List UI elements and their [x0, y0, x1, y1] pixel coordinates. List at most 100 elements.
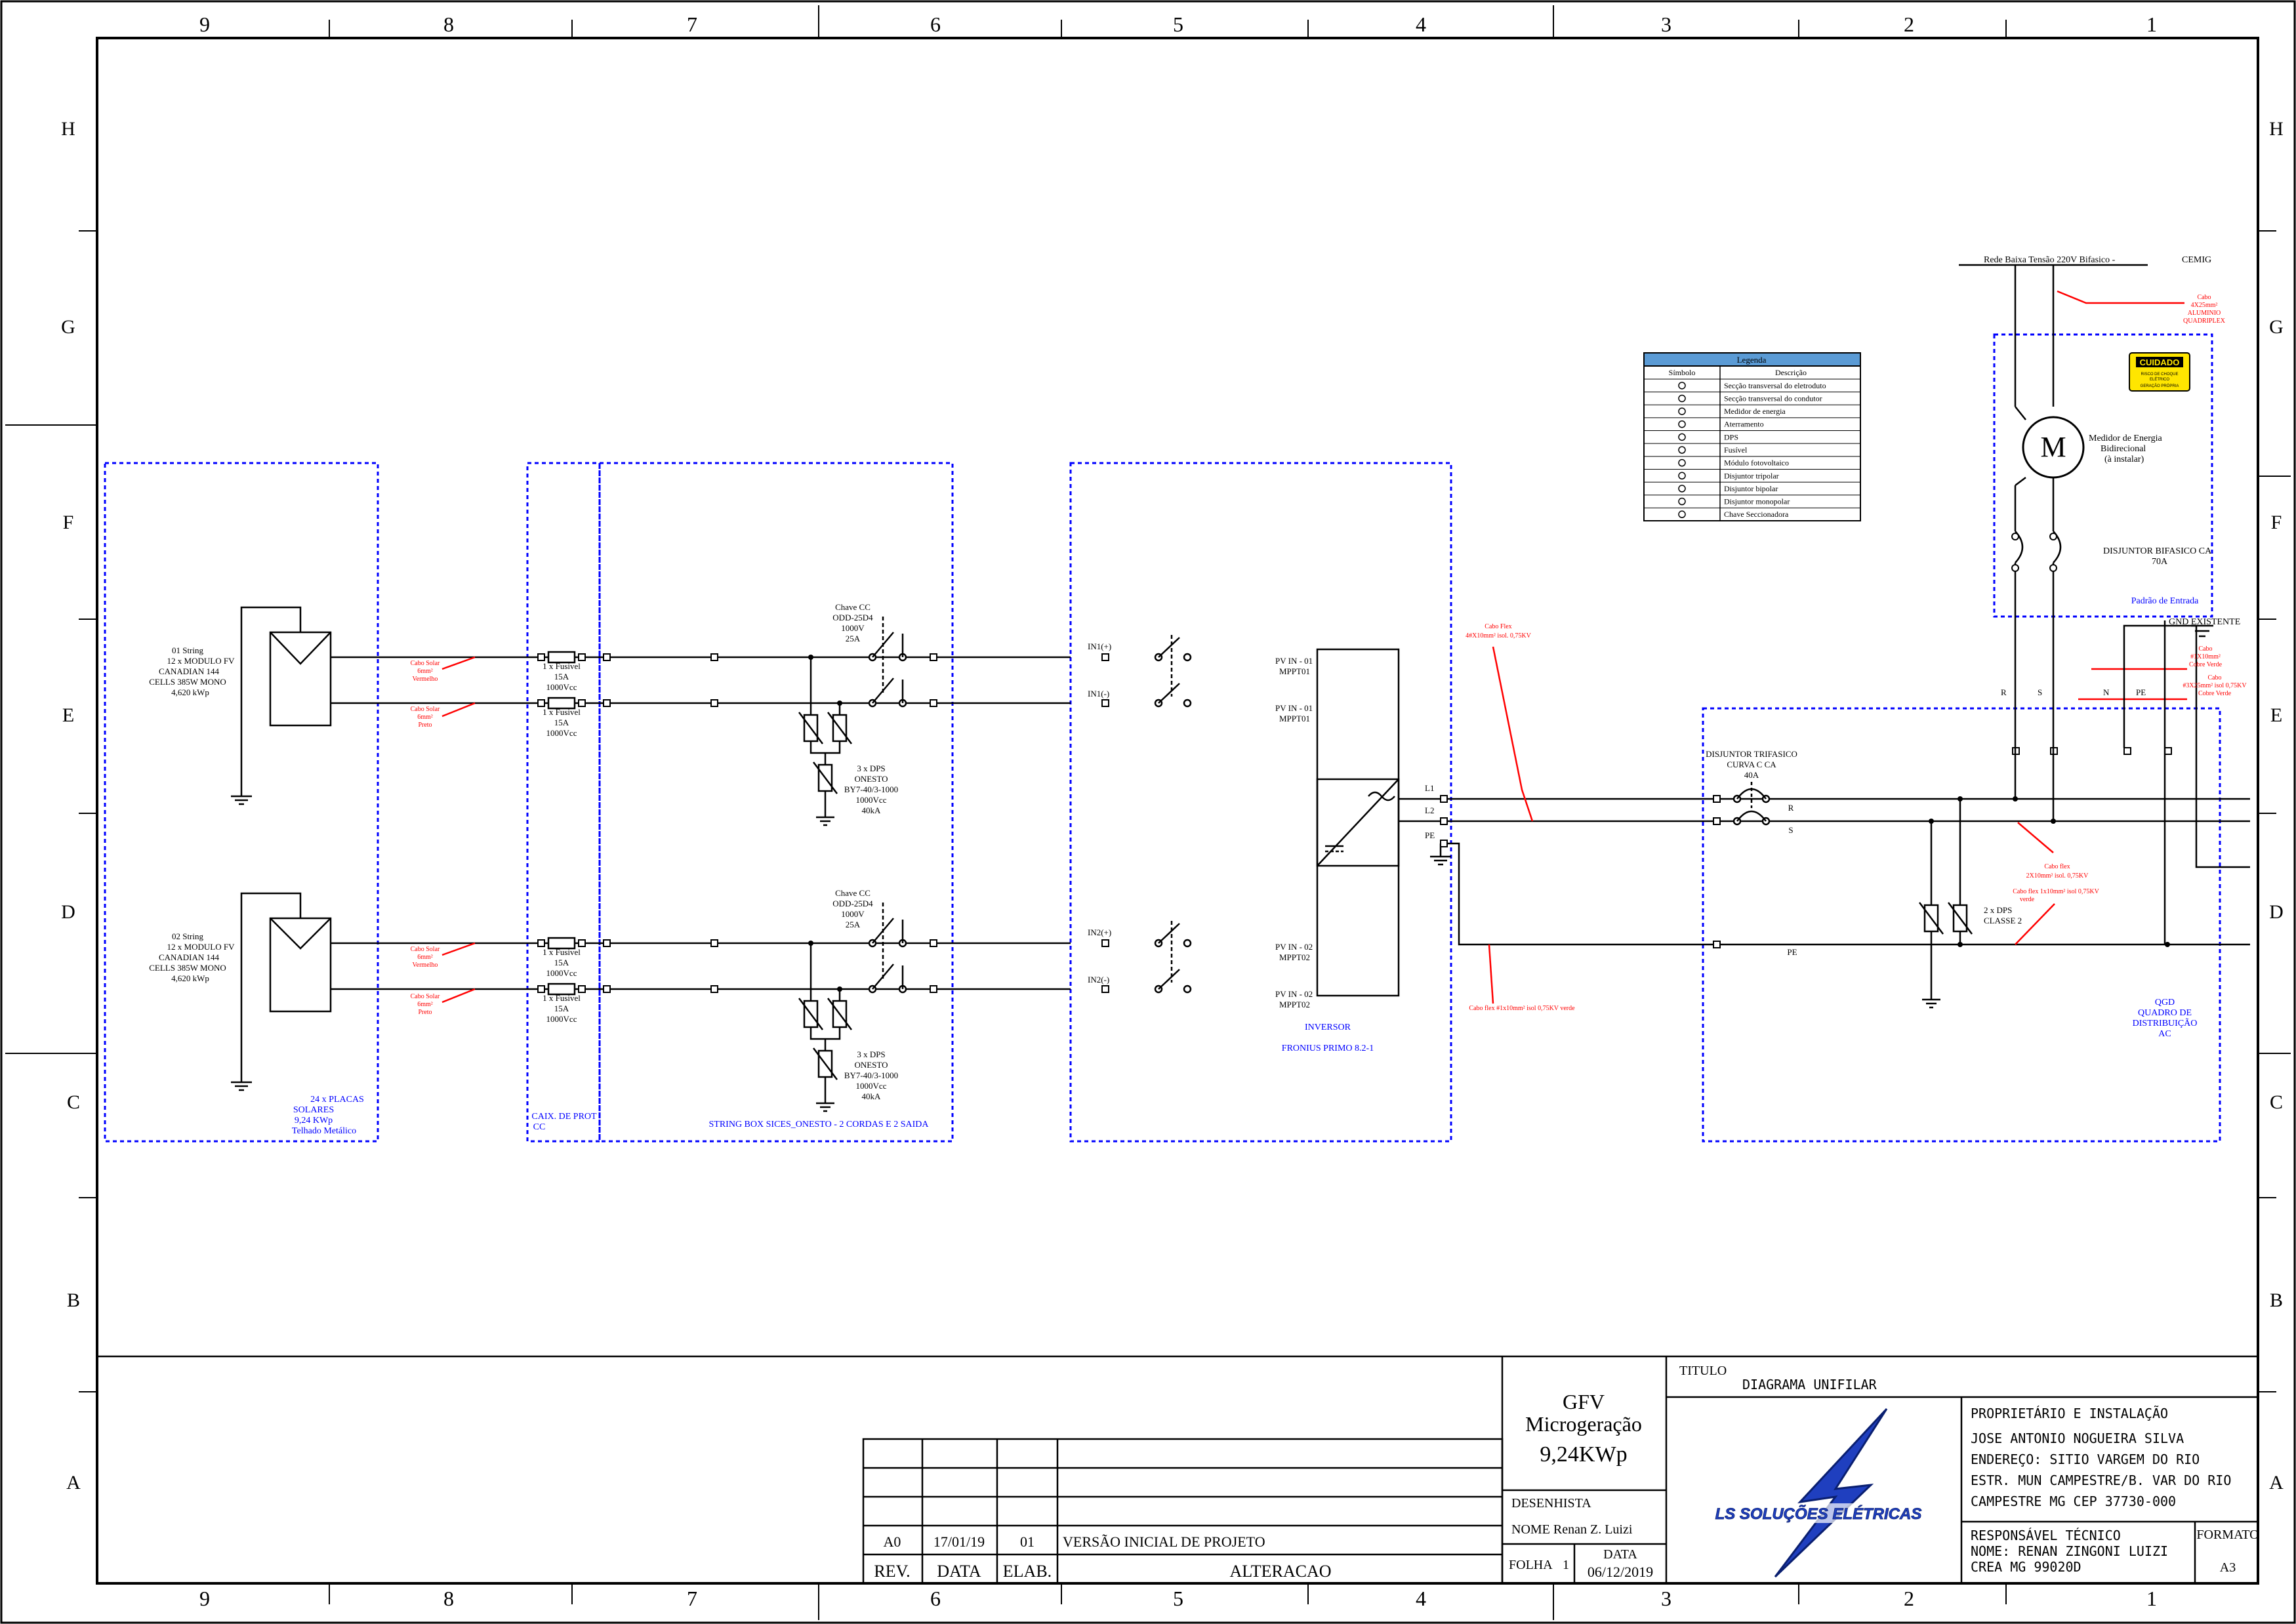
dps-label: BY7-40/3-1000	[844, 784, 898, 794]
resp-label: RESPONSÁVEL TÉCNICO	[1971, 1528, 2121, 1543]
string-2-text: 02 String 12 x MODULO FV CANADIAN 144 CE…	[149, 931, 235, 983]
dps-label: ONESTO	[854, 774, 888, 784]
fuse-icon	[547, 697, 576, 710]
legend-symbol-icon	[1678, 446, 1686, 454]
legend-symbol-icon	[1678, 497, 1686, 506]
meter-label: Bidirecional	[2101, 444, 2146, 454]
cable-label: Cabo	[2197, 294, 2211, 301]
row-label: F	[2271, 512, 2282, 533]
title-block-lines	[97, 1355, 2258, 1585]
grid-side-cable-labels: Cabo 4X25mm² ALUMINIO QUADRIPLEX Cabo #1…	[2183, 294, 2247, 697]
cable-label: 6mm²	[417, 1001, 433, 1008]
dps-label: 3 x DPS	[857, 763, 885, 773]
col-label: 7	[687, 12, 697, 36]
legend-description: Fusível	[1724, 445, 1748, 455]
ac-output-wiring	[1399, 798, 2250, 946]
fuse-icon	[547, 983, 576, 996]
switch-label: ODD-25D4	[832, 899, 873, 908]
phase-label: R	[1788, 803, 1794, 813]
col-label: 8	[443, 1587, 454, 1610]
row-label: B	[2270, 1289, 2283, 1311]
string-1-line: 12 x MODULO FV	[167, 656, 236, 666]
folha-value: 1	[1563, 1558, 1569, 1572]
caution-title: CUIDADO	[2140, 357, 2180, 367]
fuse-icon	[547, 937, 576, 950]
ac-output-labels: L1 L2 PE	[1425, 783, 1435, 840]
legend-description: Secção transversal do condutor	[1724, 394, 1822, 403]
legend-symbol-icon	[1678, 420, 1686, 428]
revision-table: A0 17/01/19 01 VERSÃO INICIAL DE PROJETO…	[874, 1533, 1331, 1581]
cable-label: 6mm²	[417, 954, 433, 961]
col-label: 6	[930, 1587, 941, 1610]
crea-value: CREA MG 99020D	[1971, 1559, 2081, 1575]
qgd-label-4: AC	[2158, 1029, 2171, 1039]
fuse-label: 1 x Fusivel	[543, 661, 581, 671]
title-block-text: GFV Microgeração 9,24KWp DESENHISTA NOME…	[1509, 1364, 2259, 1580]
panels-label-3: 9,24 KWp	[295, 1116, 333, 1126]
dc-bus-wiring	[502, 656, 1071, 990]
dps-label: 2 x DPS	[1984, 905, 2012, 915]
fuse-label: 1000Vcc	[546, 968, 577, 978]
pv-in-label: MPPT01	[1279, 666, 1310, 676]
pv-in-label: PV IN - 01	[1275, 656, 1313, 666]
legend-col-header: Símbolo	[1669, 368, 1696, 377]
cable-label: Cabo	[2198, 645, 2212, 653]
string-1-cable-leaders	[441, 656, 476, 718]
string-2-title: 02 String	[172, 931, 204, 941]
grid-side-wiring	[1959, 264, 2250, 944]
phase-label: L1	[1425, 783, 1434, 793]
dps-label: 1000Vcc	[856, 1081, 887, 1091]
cable-label: Preto	[418, 1009, 432, 1016]
dc-dps-2	[798, 943, 852, 1112]
panels-label-2: SOLARES	[293, 1105, 334, 1115]
string-2-cables: Cabo Solar 6mm² Vermelho Cabo Solar 6mm²…	[411, 946, 440, 1016]
row-label: A	[2269, 1472, 2284, 1493]
qgd-dps-labels: 2 x DPS CLASSE 2	[1984, 905, 2022, 925]
pv-string-2	[231, 892, 502, 1091]
fuse-label: 1 x Fusivel	[543, 993, 581, 1003]
rev-cell: 17/01/19	[933, 1533, 985, 1550]
legend-description: Medidor de energia	[1724, 407, 1786, 416]
in-label: IN2(-)	[1088, 975, 1109, 985]
string-1-title: 01 String	[172, 645, 204, 655]
legend-symbol-icon	[1678, 510, 1686, 518]
project-power: 9,24KWp	[1540, 1442, 1627, 1467]
caution-text: RISCO DE CHOQUE	[2141, 373, 2178, 376]
desenhista-label: DESENHISTA	[1511, 1496, 1591, 1511]
rede-label: Rede Baixa Tensão 220V Bifasico -	[1984, 255, 2116, 265]
gnd-label: GND EXISTENTE	[2169, 617, 2240, 627]
cable-label: #3X25mm² isol 0,75KV	[2183, 682, 2247, 689]
pv-in-label: PV IN - 01	[1275, 703, 1313, 713]
pv-in-label: MPPT02	[1279, 952, 1310, 962]
cable-label: Cabo flex 1x10mm² isol 0,75KV	[2013, 888, 2099, 895]
prop-line: ENDEREÇO: SITIO VARGEM DO RIO	[1971, 1451, 2200, 1467]
row-label: E	[2270, 704, 2282, 726]
data-value: 06/12/2019	[1588, 1564, 1653, 1580]
string-2-line: 4,620 kWp	[171, 973, 209, 983]
rev-header: ALTERACAO	[1229, 1562, 1331, 1581]
string-2-line: 12 x MODULO FV	[167, 942, 236, 952]
dps-labels: 3 x DPS ONESTO BY7-40/3-1000 1000Vcc 40k…	[844, 763, 898, 1101]
stringbox-enclosure	[598, 462, 954, 1143]
legend-description: Chave Seccionadora	[1724, 510, 1789, 519]
row-label: G	[61, 316, 75, 338]
row-labels-left: H G F E D C B A	[61, 118, 81, 1493]
fuse-label: 1000Vcc	[546, 682, 577, 692]
cable-label: Cabo Solar	[411, 946, 440, 953]
dps-label: 40kA	[862, 805, 882, 815]
col-label: 8	[443, 12, 454, 36]
phase-label: S	[1788, 825, 1793, 835]
rev-header: REV.	[874, 1562, 910, 1581]
ac-terminals	[1440, 747, 2172, 948]
data-label: DATA	[1603, 1547, 1637, 1562]
panels-label-1: 24 x PLACAS	[310, 1095, 364, 1105]
padrao-label: Padrão de Entrada	[2131, 596, 2199, 606]
inverter-input-labels: IN1(+) IN1(-) IN2(+) IN2(-) PV IN - 01 M…	[1088, 641, 1313, 1009]
switch-label: 25A	[846, 920, 861, 929]
row-label: B	[67, 1289, 80, 1311]
disj-label: 70A	[2152, 557, 2168, 567]
qgd-breaker-labels: DISJUNTOR TRIFASICO CURVA C CA 40A R S P…	[1706, 749, 1797, 957]
string-1-text: 01 String 12 x MODULO FV CANADIAN 144 CE…	[149, 645, 235, 697]
legend-symbol-icon	[1678, 394, 1686, 403]
